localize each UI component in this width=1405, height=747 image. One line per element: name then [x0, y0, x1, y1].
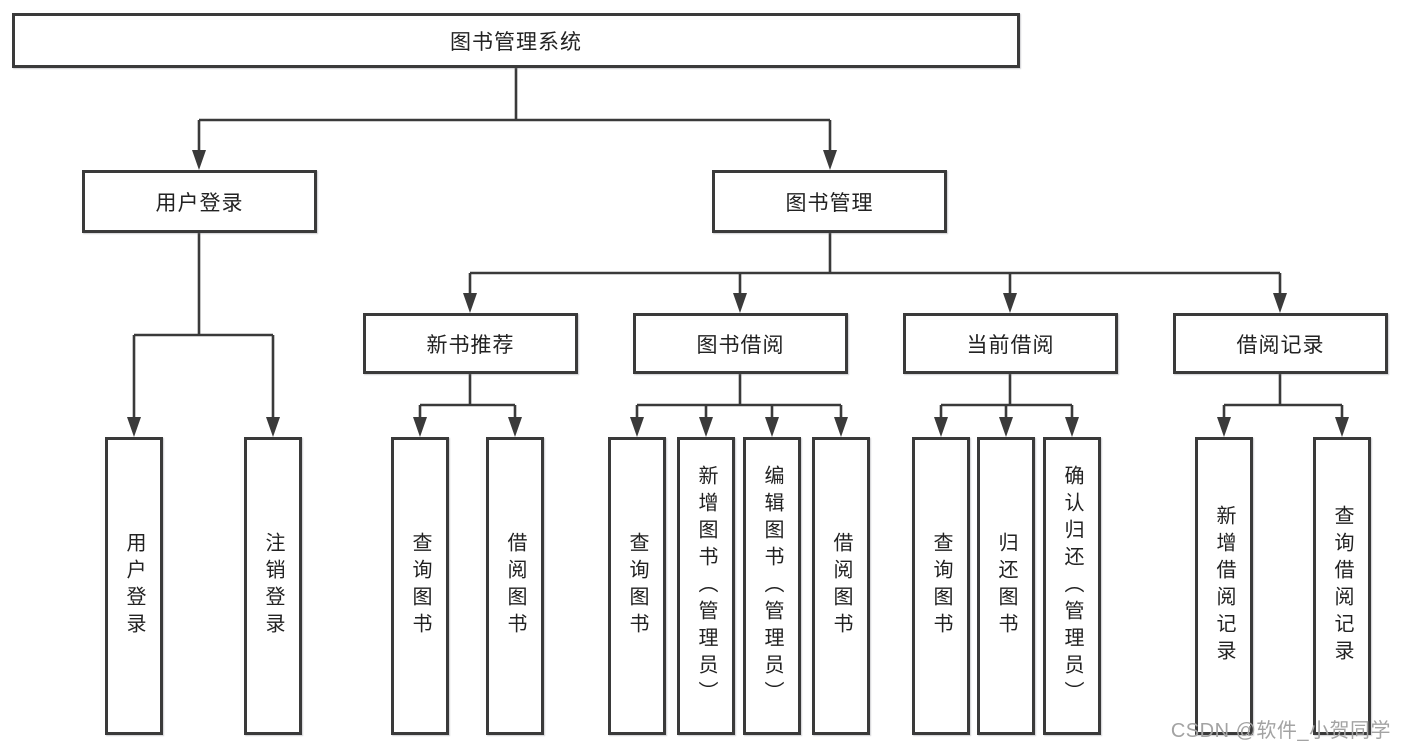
- watermark: CSDN @软件_小贺同学: [1170, 720, 1391, 742]
- leaf-query-books-1-label: 查询图书: [409, 532, 431, 640]
- node-root: 图书管理系统: [12, 13, 1020, 68]
- leaf-query-books-2-label: 查询图书: [626, 532, 648, 640]
- node-book-management: 图书管理: [712, 170, 947, 233]
- arrowheads: [127, 150, 1349, 437]
- leaf-query-borrow-record-label: 查询借阅记录: [1331, 505, 1353, 667]
- leaf-borrow-books-2: 借阅图书: [812, 437, 870, 735]
- leaf-query-books-1: 查询图书: [391, 437, 449, 735]
- node-new-book-recommend: 新书推荐: [363, 313, 578, 374]
- leaf-borrow-books-2-label: 借阅图书: [830, 532, 852, 640]
- leaf-borrow-books-1-label: 借阅图书: [504, 532, 526, 640]
- node-current-borrowing: 当前借阅: [903, 313, 1118, 374]
- node-book-borrowing: 图书借阅: [633, 313, 848, 374]
- node-borrowing-records: 借阅记录: [1173, 313, 1388, 374]
- leaf-add-borrow-record: 新增借阅记录: [1195, 437, 1253, 735]
- leaf-query-books-2: 查询图书: [608, 437, 666, 735]
- leaf-query-borrow-record: 查询借阅记录: [1313, 437, 1371, 735]
- leaf-edit-books-admin-label: 编辑图书（管理员）: [761, 464, 783, 708]
- leaf-add-books-admin: 新增图书（管理员）: [677, 437, 735, 735]
- leaf-query-books-3-label: 查询图书: [930, 532, 952, 640]
- leaf-logout: 注销登录: [244, 437, 302, 735]
- leaf-user-login-label: 用户登录: [123, 532, 145, 640]
- leaf-query-books-3: 查询图书: [912, 437, 970, 735]
- leaf-confirm-return-admin-label: 确认归还（管理员）: [1061, 464, 1083, 708]
- node-user-login: 用户登录: [82, 170, 317, 233]
- leaf-user-login: 用户登录: [105, 437, 163, 735]
- leaf-add-borrow-record-label: 新增借阅记录: [1213, 505, 1235, 667]
- leaf-return-books-label: 归还图书: [995, 532, 1017, 640]
- leaf-logout-label: 注销登录: [262, 532, 284, 640]
- leaf-add-books-admin-label: 新增图书（管理员）: [695, 464, 717, 708]
- leaf-confirm-return-admin: 确认归还（管理员）: [1043, 437, 1101, 735]
- leaf-edit-books-admin: 编辑图书（管理员）: [743, 437, 801, 735]
- leaf-return-books: 归还图书: [977, 437, 1035, 735]
- leaf-borrow-books-1: 借阅图书: [486, 437, 544, 735]
